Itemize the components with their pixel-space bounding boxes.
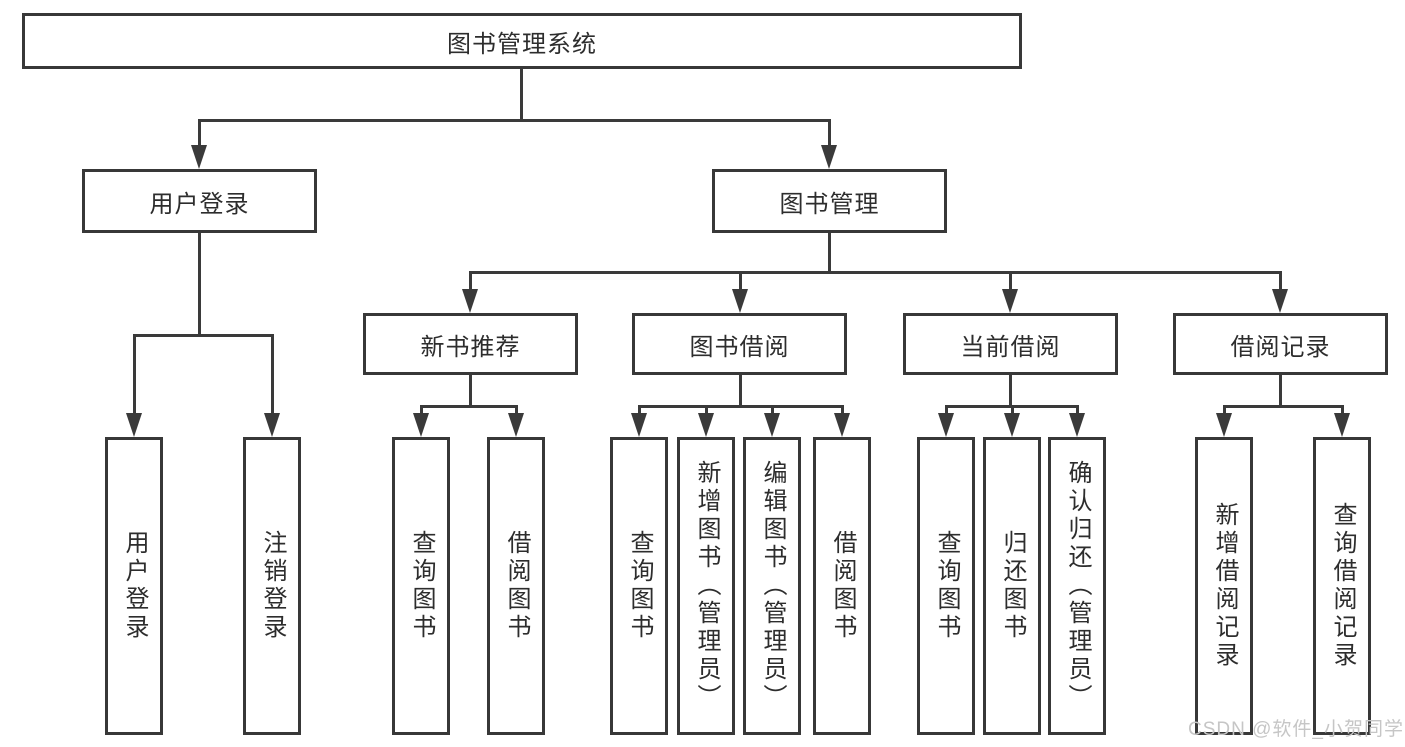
leaf-current-query-label: 查询图书 [933,530,960,642]
node-root: 图书管理系统 [22,13,1022,69]
connector-current-stem [1009,375,1012,406]
leaf-borrow-query: 查询图书 [610,437,668,735]
arrow-down-icon [191,145,207,169]
leaf-logout-label: 注销登录 [259,530,286,642]
arrow-down-icon [264,413,280,437]
connector-arm-book-mgmt [828,119,831,148]
leaf-user-login-label: 用户登录 [121,530,148,642]
arrow-down-icon [938,413,954,437]
leaf-borrow-edit-label: 编辑图书（管理员） [759,460,786,712]
connector-arm [1341,405,1344,417]
leaf-current-confirm-label: 确认归还（管理员） [1064,460,1091,712]
leaf-current-return: 归还图书 [983,437,1041,735]
connector-arm [771,405,774,417]
csdn-watermark: CSDN @软件_小贺同学 [1188,719,1404,740]
leaf-records-query-label: 查询借阅记录 [1329,502,1356,670]
leaf-current-query: 查询图书 [917,437,975,735]
connector-arm-borrow [739,271,742,292]
node-book-mgmt-label: 图书管理 [779,190,880,218]
leaf-newbook-query-label: 查询图书 [408,530,435,642]
arrow-down-icon [834,413,850,437]
connector-records-stem [1279,375,1282,406]
arrow-down-icon [821,145,837,169]
connector-root-hbar [198,119,831,122]
arrow-down-icon [462,289,478,313]
connector-records-hbar [1223,405,1344,408]
leaf-records-add: 新增借阅记录 [1195,437,1253,735]
connector-arm [841,405,844,417]
arrow-down-icon [126,413,142,437]
connector-arm-leaf-logout [271,334,274,416]
leaf-borrow-borrow-label: 借阅图书 [829,530,856,642]
leaf-newbook-borrow: 借阅图书 [487,437,545,735]
connector-arm-user-login [198,119,201,148]
connector-root-stem [520,69,523,120]
connector-arm [515,405,518,417]
connector-arm [1011,405,1014,417]
arrow-down-icon [413,413,429,437]
node-current: 当前借阅 [903,313,1118,375]
arrow-down-icon [508,413,524,437]
node-new-book: 新书推荐 [363,313,578,375]
arrow-down-icon [732,289,748,313]
leaf-user-login: 用户登录 [105,437,163,735]
leaf-records-add-label: 新增借阅记录 [1211,502,1238,670]
node-book-mgmt: 图书管理 [712,169,947,233]
connector-arm [420,405,423,417]
connector-arm [705,405,708,417]
connector-borrow-stem [739,375,742,406]
leaf-newbook-borrow-label: 借阅图书 [503,530,530,642]
connector-arm-new-book [469,271,472,292]
node-user-login-label: 用户登录 [149,190,250,218]
arrow-down-icon [1002,289,1018,313]
leaf-logout: 注销登录 [243,437,301,735]
connector-new-book-hbar [420,405,518,408]
connector-arm [945,405,948,417]
connector-book-mgmt-stem [828,233,831,273]
node-current-label: 当前借阅 [960,333,1061,361]
leaf-current-confirm: 确认归还（管理员） [1048,437,1106,735]
connector-arm [1076,405,1079,417]
node-user-login: 用户登录 [82,169,317,233]
connector-arm-records [1279,271,1282,292]
connector-user-login-hbar [133,334,274,337]
leaf-borrow-edit: 编辑图书（管理员） [743,437,801,735]
leaf-borrow-borrow: 借阅图书 [813,437,871,735]
node-root-label: 图书管理系统 [447,30,597,58]
connector-arm [638,405,641,417]
connector-new-book-stem [469,375,472,406]
leaf-borrow-add: 新增图书（管理员） [677,437,735,735]
leaf-borrow-query-label: 查询图书 [626,530,653,642]
leaf-current-return-label: 归还图书 [999,530,1026,642]
connector-arm-current [1009,271,1012,292]
connector-arm-leaf-user-login [133,334,136,416]
node-records-label: 借阅记录 [1230,333,1331,361]
connector-arm [1223,405,1226,417]
leaf-borrow-add-label: 新增图书（管理员） [693,460,720,712]
node-records: 借阅记录 [1173,313,1388,375]
connector-user-login-stem [198,233,201,335]
arrow-down-icon [1069,413,1085,437]
leaf-records-query: 查询借阅记录 [1313,437,1371,735]
node-new-book-label: 新书推荐 [420,333,521,361]
node-borrow: 图书借阅 [632,313,847,375]
arrow-down-icon [1216,413,1232,437]
arrow-down-icon [631,413,647,437]
connector-borrow-hbar [638,405,844,408]
leaf-newbook-query: 查询图书 [392,437,450,735]
arrow-down-icon [1004,413,1020,437]
node-borrow-label: 图书借阅 [689,333,790,361]
arrow-down-icon [764,413,780,437]
arrow-down-icon [1272,289,1288,313]
arrow-down-icon [698,413,714,437]
arrow-down-icon [1334,413,1350,437]
connector-book-mgmt-hbar [469,271,1282,274]
